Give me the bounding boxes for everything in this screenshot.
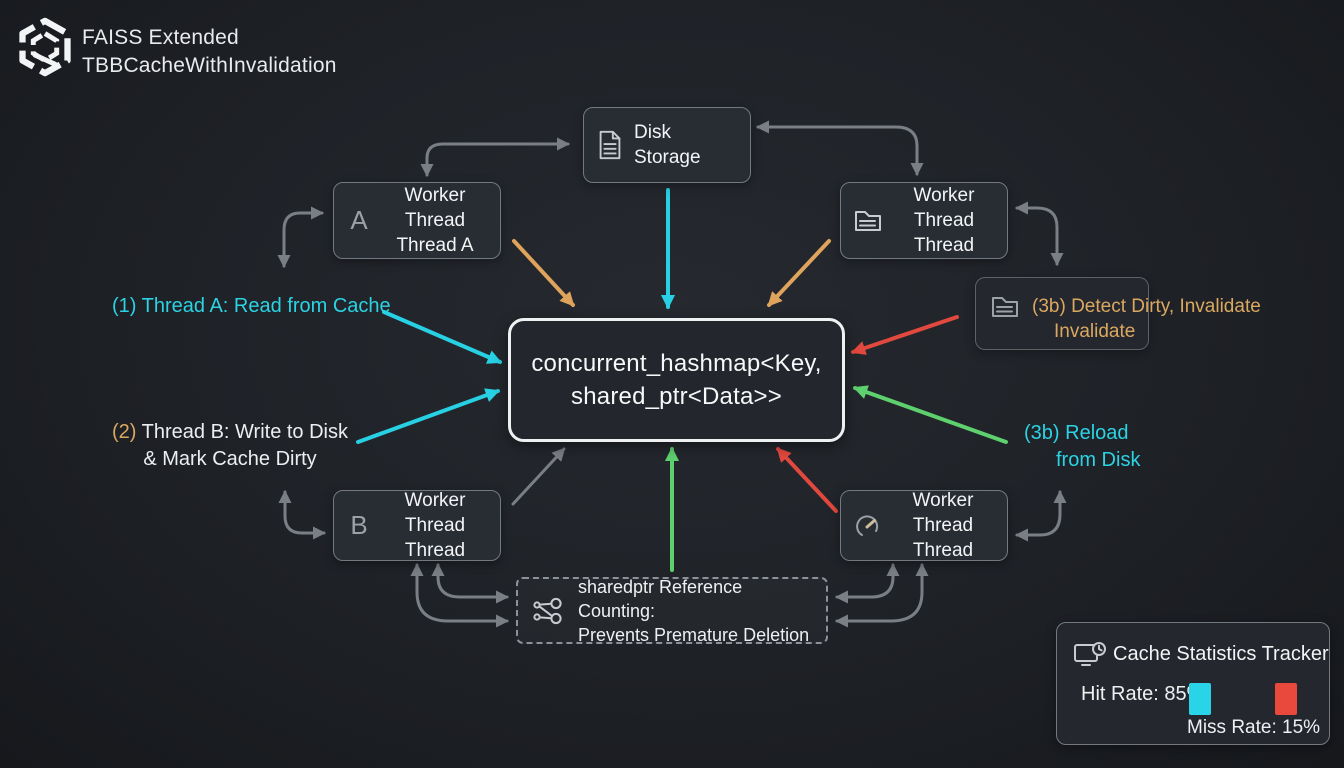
hexagon-logo-icon [18,16,72,83]
worker-br-line1: Worker Thread [912,490,974,536]
label-step2: (2) Thread B: Write to Disk & Mark Cache… [112,419,348,473]
miss-rate-label: Miss Rate: 15% [1187,717,1321,738]
label-step2-line2: & Mark Cache Dirty [143,448,317,470]
connector-worker-b-sharedptr-2 [410,563,509,628]
arrow-reload-to-center [852,385,1008,444]
share-icon [530,596,566,626]
connector-worker-b-left-hook [278,490,326,540]
worker-a-line1: Worker Thread [404,185,466,231]
connector-worker-br-sharedptr-1 [835,563,900,604]
arrow-detect-to-center [850,315,959,355]
connector-worker-a-disk [420,137,570,177]
worker-b-line2: Thread [404,540,466,561]
arrow-worker-b-to-center [511,447,566,506]
node-worker-thread-b: B Worker Thread Thread [333,490,501,561]
label-step2-line1: Thread B: Write to Disk [141,421,348,443]
letter-b-badge: B [350,510,368,540]
connector-worker-b-sharedptr-1 [431,563,509,604]
label-step2-prefix: (2) [112,421,142,443]
label-step3-line1: (3b) Reload [1024,422,1129,444]
worker-b-line1: Worker Thread [404,490,466,536]
sharedptr-line2: Prevents Premature Deletion [578,624,810,645]
detect-dirty-line1: (3b) Detect Dirty, Invalidate [1032,296,1261,317]
title-line1: FAISS Extended [82,26,239,49]
connector-worker-top-right-detect [1015,201,1064,266]
worker-a-line2: Thread A [396,235,474,256]
hashmap-line1: concurrent_hashmap<Key, [531,350,822,377]
connector-worker-br-right-hook [1015,490,1067,542]
folder-icon [853,208,883,234]
hit-rate-label: Hit Rate: 85% [1081,683,1205,705]
disk-storage-line1: Disk [634,122,671,143]
letter-a-badge: A [350,205,368,235]
worker-tr-line1: Worker Thread [913,185,975,231]
arrow-worker-br-to-center [776,447,838,513]
arrow-step2-to-center [356,388,501,444]
folder-icon [990,294,1020,320]
page-title: FAISS Extended TBBCacheWithInvalidation [82,24,337,80]
arrow-worker-a-to-center [512,239,575,307]
cache-statistics-tracker: Cache Statistics Tracker Hit Rate: 85% M… [1056,622,1330,745]
document-icon [596,129,624,161]
title-line2: TBBCacheWithInvalidation [82,54,337,77]
hashmap-line2: shared_ptr<Data>> [571,383,782,410]
node-worker-thread-top-right: Worker Thread Thread [840,182,1008,259]
connector-worker-br-sharedptr-2 [835,563,929,628]
hit-rate-swatch [1189,683,1211,715]
arrow-step1-to-center [382,310,502,364]
worker-tr-line2: Thread [913,235,975,256]
node-worker-thread-bottom-right: Worker Thread Thread [840,490,1008,561]
stats-title: Cache Statistics Tracker [1113,643,1329,665]
node-worker-thread-a: A Worker Thread Thread A [333,182,501,259]
label-step3-line2: from Disk [1056,449,1141,471]
connector-disk-worker-top-right [756,120,924,176]
connector-worker-a-left-hook [277,206,324,268]
node-sharedptr-note: sharedptr Reference Counting: Prevents P… [516,576,828,645]
miss-rate-swatch [1275,683,1297,715]
node-concurrent-hashmap: concurrent_hashmap<Key, shared_ptr<Data>… [508,318,845,442]
node-detect-dirty-invalidate: (3b) Detect Dirty, Invalidate Invalidate [975,277,1261,350]
label-step3: (3b) Reload from Disk [1024,420,1140,474]
detect-dirty-line2: Invalidate [1054,321,1136,342]
worker-br-line2: Thread [912,540,974,561]
sharedptr-line1: sharedptr Reference Counting: [578,576,743,621]
node-disk-storage: Disk Storage [583,107,751,183]
disk-storage-line2: Storage [634,147,701,168]
refresh-icon [853,512,881,540]
monitor-clock-icon [1073,641,1109,669]
arrow-worker-top-right-to-center [767,239,831,307]
label-step1: (1) Thread A: Read from Cache [112,295,391,317]
